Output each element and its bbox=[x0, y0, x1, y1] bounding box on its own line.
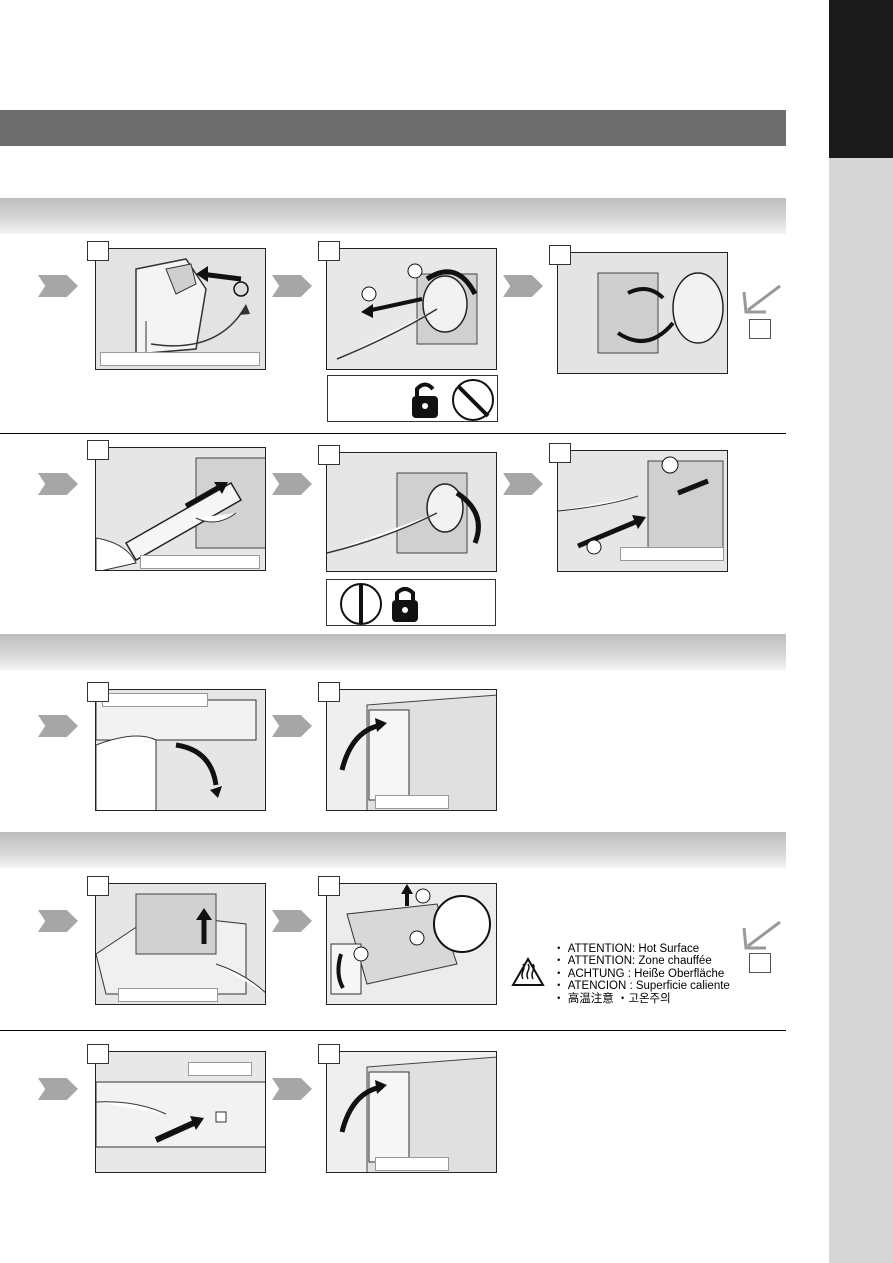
caution-line: ・ 高温注意 ・고온주의 bbox=[553, 992, 671, 1005]
caution-text: ・ ATTENTION: Hot Surface ・ ATTENTION: Zo… bbox=[553, 943, 730, 1005]
chevron-right-icon bbox=[38, 910, 78, 932]
chevron-right-icon bbox=[38, 1078, 78, 1100]
reference-step-box bbox=[749, 319, 771, 339]
step-illustration-open-bypass bbox=[95, 689, 266, 811]
step-number-box bbox=[87, 241, 109, 261]
step-number-box bbox=[318, 445, 340, 465]
callout-label bbox=[620, 547, 724, 561]
step-illustration-toner-cap bbox=[95, 248, 266, 370]
reference-arrow-icon bbox=[742, 284, 781, 314]
chevron-right-icon bbox=[272, 275, 312, 297]
divider bbox=[0, 433, 786, 434]
step-illustration-close-side-cover bbox=[326, 689, 497, 811]
caution-line: ・ ATENCION : Superficie caliente bbox=[553, 980, 730, 993]
divider bbox=[0, 1030, 786, 1031]
hot-surface-icon bbox=[511, 957, 545, 986]
side-tab-dark-block bbox=[829, 0, 893, 158]
step-illustration-rotate-toner bbox=[326, 248, 497, 370]
reference-arrow-icon bbox=[742, 920, 781, 950]
chevron-right-icon bbox=[38, 715, 78, 737]
section-band-toner bbox=[0, 198, 786, 234]
step-number-box bbox=[87, 1044, 109, 1064]
step-illustration-remove-toner bbox=[557, 252, 728, 374]
chevron-right-icon bbox=[503, 275, 543, 297]
callout-label bbox=[375, 1157, 449, 1171]
step-number-box bbox=[318, 682, 340, 702]
step-number-box bbox=[318, 241, 340, 261]
section-band-misfeed-2 bbox=[0, 832, 786, 868]
chevron-right-icon bbox=[38, 473, 78, 495]
step-number-box bbox=[318, 1044, 340, 1064]
step-number-box bbox=[87, 682, 109, 702]
callout-label bbox=[100, 352, 260, 366]
step-number-box bbox=[87, 876, 109, 896]
step-number-box bbox=[549, 245, 571, 265]
step-number-box bbox=[549, 443, 571, 463]
side-tab bbox=[829, 0, 893, 1263]
chevron-right-icon bbox=[272, 473, 312, 495]
chevron-right-icon bbox=[272, 910, 312, 932]
lock-icon bbox=[340, 583, 418, 625]
reference-step-box bbox=[749, 953, 771, 973]
lock-indicator-inset bbox=[326, 579, 496, 626]
callout-label bbox=[375, 795, 449, 809]
step-illustration-close-cover bbox=[557, 450, 728, 572]
step-illustration-lock-toner bbox=[326, 452, 497, 572]
callout-label bbox=[118, 988, 218, 1002]
caution-line: ・ ATTENTION: Zone chauffée bbox=[553, 955, 712, 968]
step-illustration-close-side-cover bbox=[326, 1051, 497, 1173]
step-illustration-insert-toner bbox=[95, 447, 266, 571]
caution-line: ・ ATTENTION: Hot Surface bbox=[553, 943, 700, 955]
step-number-box bbox=[87, 440, 109, 460]
callout-label bbox=[102, 693, 208, 707]
callout-label bbox=[140, 555, 260, 569]
step-illustration-close-tray bbox=[95, 1051, 266, 1173]
unlock-indicator-inset bbox=[327, 375, 498, 422]
chevron-right-icon bbox=[272, 715, 312, 737]
step-illustration-open-side-door bbox=[95, 883, 266, 1005]
chevron-right-icon bbox=[272, 1078, 312, 1100]
section-band-misfeed-1 bbox=[0, 634, 786, 670]
callout-label bbox=[188, 1062, 252, 1076]
step-illustration-remove-paper bbox=[326, 883, 497, 1005]
unlock-icon bbox=[412, 379, 494, 421]
caution-line: ・ ACHTUNG : Heiße Oberfläche bbox=[553, 967, 725, 980]
step-number-box bbox=[318, 876, 340, 896]
chevron-right-icon bbox=[38, 275, 78, 297]
hot-surface-caution-label: ・ ATTENTION: Hot Surface ・ ATTENTION: Zo… bbox=[507, 937, 733, 1005]
page-title-bar bbox=[0, 110, 786, 146]
chevron-right-icon bbox=[503, 473, 543, 495]
